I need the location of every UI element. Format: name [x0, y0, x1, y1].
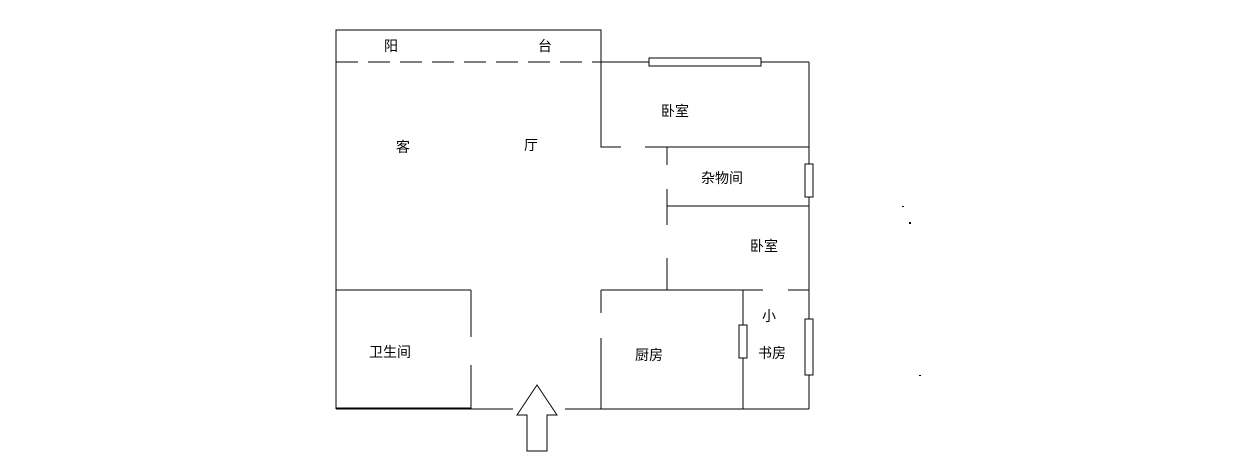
kitchen-label: 厨房 — [635, 348, 663, 364]
bedroom-north-window — [648, 57, 762, 67]
storage-window — [804, 163, 814, 198]
up-arrow-icon — [516, 384, 558, 452]
stray-mark — [909, 222, 911, 224]
balcony-label-part-1: 阳 — [384, 39, 398, 55]
stray-mark — [919, 375, 921, 376]
small-study-label-part-2: 书房 — [758, 346, 786, 362]
stray-mark — [902, 206, 904, 207]
balcony-label-part-2: 台 — [538, 39, 552, 55]
living-room-label-part-2: 厅 — [524, 138, 538, 154]
storage-room-label: 杂物间 — [701, 171, 743, 187]
study-window — [804, 318, 814, 376]
balcony-wall — [335, 29, 621, 409]
living-room-label-part-1: 客 — [396, 140, 410, 156]
bathroom-label: 卫生间 — [369, 345, 411, 361]
bedroom-north-label: 卧室 — [661, 104, 689, 120]
small-study-label-part-1: 小 — [762, 309, 776, 325]
bedroom-middle-label: 卧室 — [750, 239, 778, 255]
kitchen-study-window — [738, 324, 748, 359]
